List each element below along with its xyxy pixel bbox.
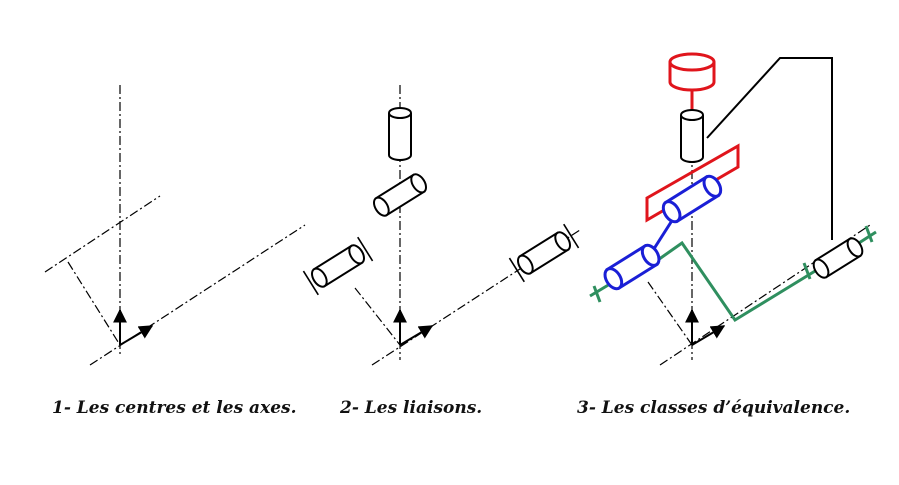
- oblique-axis-left: [67, 261, 121, 346]
- green-tick-icon: [864, 225, 874, 243]
- frame-link-black: [706, 57, 833, 240]
- cylinder-joint-right-icon: [812, 237, 864, 279]
- arrow-x-icon: [399, 325, 434, 346]
- cylinder-joint-vertical-icon: [680, 109, 704, 163]
- panel-2-liaisons: [302, 85, 581, 366]
- blue-cylinder-upper-icon: [661, 174, 723, 224]
- caption-panel-3: 3- Les classes d’équivalence.: [577, 398, 851, 418]
- panel-1-centres-axes: [44, 85, 306, 366]
- cylinder-joint-fixed-right-icon: [508, 223, 580, 283]
- caption-panel-1: 1- Les centres et les axes.: [52, 398, 297, 418]
- cylinder-joint-vertical-icon: [388, 107, 412, 161]
- red-equivalence-class: [645, 52, 740, 223]
- green-tick-icon: [592, 285, 602, 303]
- cylinder-joint-middle-icon: [372, 173, 428, 217]
- blue-equivalence-class: [603, 174, 723, 291]
- red-plate: [645, 143, 740, 223]
- oblique-axis-left: [354, 287, 401, 346]
- caption-panel-2: 2- Les liaisons.: [340, 398, 483, 418]
- arrow-x-icon: [119, 325, 154, 346]
- motor-top: [668, 52, 716, 72]
- oblique-axis-left: [647, 281, 693, 346]
- oblique-axis-upper: [44, 195, 161, 273]
- arrow-x-icon: [691, 325, 726, 346]
- panel-3-classes-equivalence: [589, 52, 877, 366]
- green-tick-icon: [802, 262, 812, 280]
- cylinder-joint-fixed-left-icon: [302, 236, 374, 296]
- blue-cylinder-lower-icon: [603, 243, 661, 291]
